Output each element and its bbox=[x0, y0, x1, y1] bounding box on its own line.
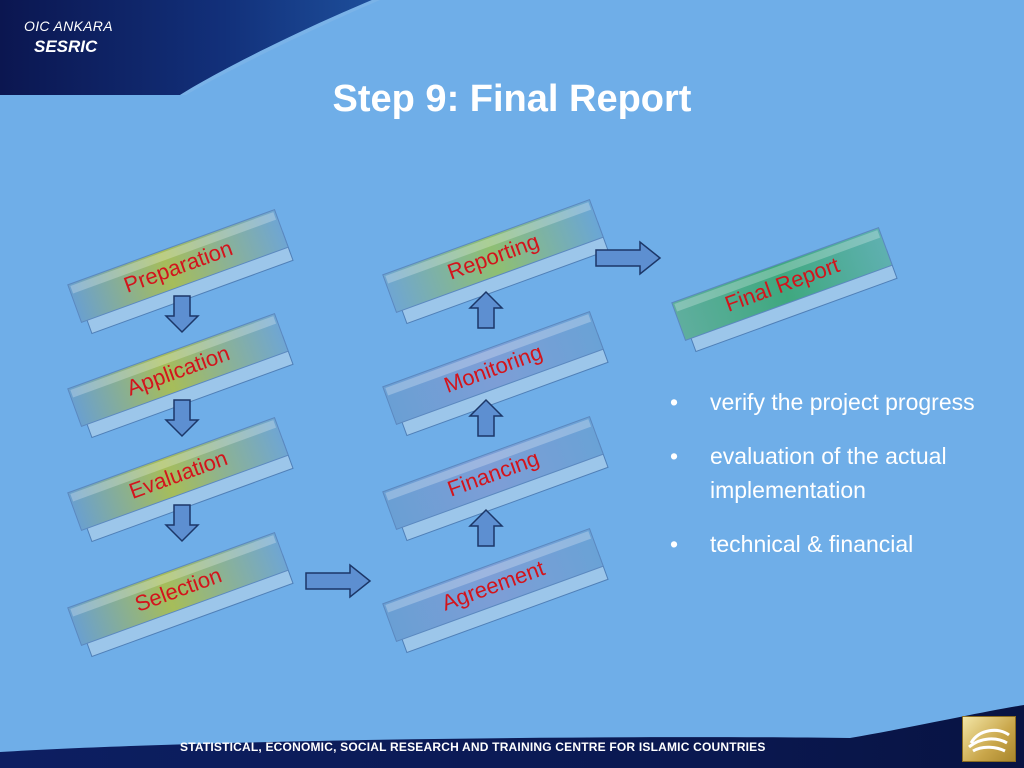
org-logo: OIC ANKARA SESRIC bbox=[24, 18, 113, 57]
bullet-text: verify the project progress bbox=[710, 389, 975, 415]
bullet-item: • technical & financial bbox=[665, 527, 1005, 561]
arrow-up-icon bbox=[468, 508, 504, 547]
arrow-right-icon bbox=[595, 240, 662, 276]
footer-text: STATISTICAL, ECONOMIC, SOCIAL RESEARCH A… bbox=[180, 740, 766, 754]
top-band-highlight bbox=[180, 0, 380, 95]
sesric-emblem-icon bbox=[962, 716, 1016, 762]
bullet-text: technical & financial bbox=[710, 531, 914, 557]
bullet-icon: • bbox=[670, 531, 679, 557]
slide-title: Step 9: Final Report bbox=[332, 78, 692, 120]
arrow-down-icon bbox=[164, 504, 200, 543]
process-box-evaluation: Evaluation bbox=[67, 416, 294, 543]
process-box-financing: Financing bbox=[382, 415, 609, 542]
org-logo-line1: OIC ANKARA bbox=[24, 18, 113, 34]
process-box-selection: Selection bbox=[67, 531, 294, 658]
bullet-list: • verify the project progress • evaluation… bbox=[665, 385, 1005, 581]
arrow-up-icon bbox=[468, 398, 504, 437]
arrow-up-icon bbox=[468, 290, 504, 329]
arrow-right-icon bbox=[305, 563, 372, 599]
top-band bbox=[0, 0, 372, 95]
process-box-application: Application bbox=[67, 312, 294, 439]
org-logo-line2: SESRIC bbox=[34, 37, 98, 56]
process-box-reporting: Reporting bbox=[382, 198, 609, 325]
arrow-down-icon bbox=[164, 399, 200, 438]
bullet-text: evaluation of the actual implementation bbox=[710, 443, 947, 503]
arrow-down-icon bbox=[164, 295, 200, 334]
bullet-icon: • bbox=[670, 443, 679, 469]
bullet-item: • evaluation of the actual implementation bbox=[665, 439, 1005, 507]
bullet-icon: • bbox=[670, 389, 679, 415]
bottom-band bbox=[0, 705, 1024, 768]
bullet-item: • verify the project progress bbox=[665, 385, 1005, 419]
